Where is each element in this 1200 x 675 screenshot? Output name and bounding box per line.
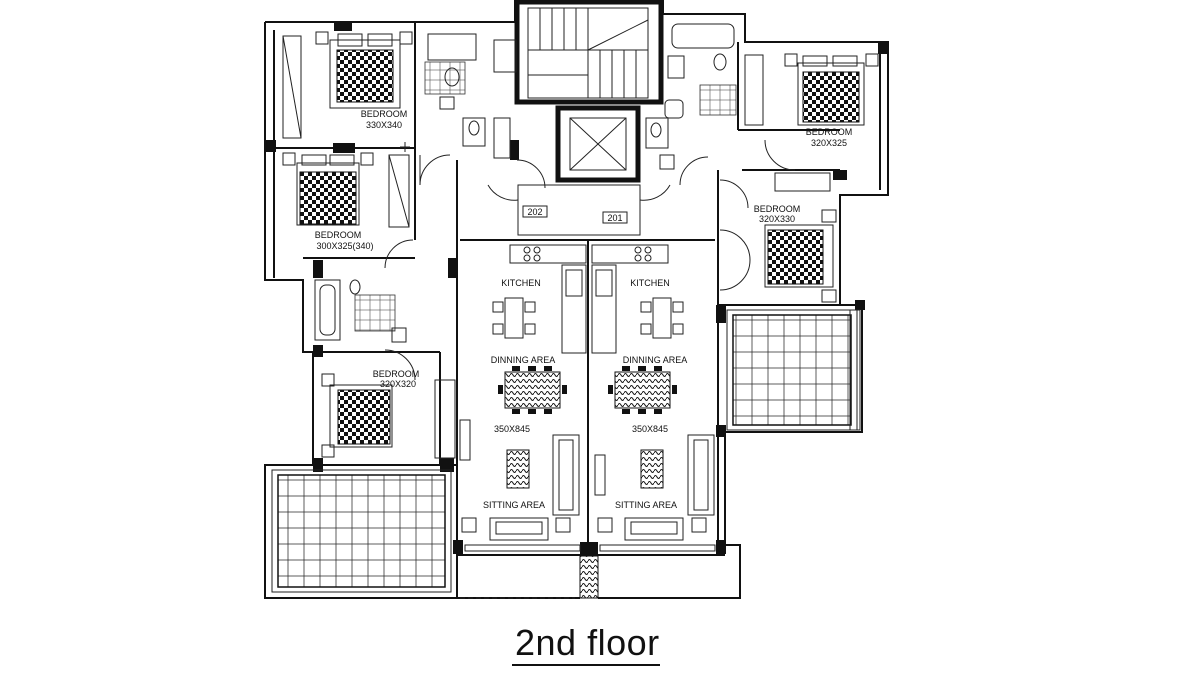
sliding-windows bbox=[459, 419, 716, 552]
door-swings bbox=[384, 139, 796, 381]
bed-bottom-left bbox=[321, 373, 393, 458]
room-name-dining-left: DINNING AREA bbox=[491, 355, 556, 365]
entrance-step bbox=[579, 555, 599, 599]
elevator-shaft bbox=[555, 105, 641, 183]
dining-table-right bbox=[608, 366, 677, 414]
room-name-dining-right: DINNING AREA bbox=[623, 355, 688, 365]
bathroom-top-right bbox=[645, 23, 737, 170]
room-name-bedroom-middle-left: BEDROOM bbox=[315, 230, 362, 240]
bathroom-top-left bbox=[424, 33, 517, 159]
wardrobes bbox=[282, 35, 831, 459]
interior-walls bbox=[274, 22, 840, 556]
bed-top-left bbox=[315, 31, 413, 109]
room-name-bedroom-top-right: BEDROOM bbox=[806, 127, 853, 137]
structural-columns bbox=[266, 22, 888, 556]
room-size-bedroom-bottom-left: 320X320 bbox=[380, 379, 416, 389]
lobby bbox=[487, 184, 671, 236]
kitchen-counters bbox=[509, 244, 669, 354]
room-size-bedroom-top-left: 330X340 bbox=[366, 120, 402, 130]
sitting-furniture-left bbox=[461, 434, 580, 541]
bathroom-mid-left bbox=[314, 279, 407, 343]
room-name-bedroom-bottom-left: BEDROOM bbox=[373, 369, 420, 379]
bed-top-right bbox=[784, 53, 879, 126]
room-size-living-left: 350X845 bbox=[494, 424, 530, 434]
floor-title-underline bbox=[512, 664, 660, 666]
dining-table-left bbox=[498, 366, 567, 414]
room-name-bedroom-middle-right: BEDROOM bbox=[754, 204, 801, 214]
room-size-living-right: 350X845 bbox=[632, 424, 668, 434]
room-name-bedroom-top-left: BEDROOM bbox=[361, 109, 408, 119]
balcony-right bbox=[726, 309, 861, 431]
sitting-furniture-right bbox=[597, 434, 715, 541]
room-size-bedroom-top-right: 320X325 bbox=[811, 138, 847, 148]
room-size-bedroom-middle-left: 300X325(340) bbox=[316, 241, 373, 251]
kitchen-tables bbox=[492, 297, 684, 339]
bed-middle-left bbox=[282, 152, 374, 226]
bed-middle-right bbox=[764, 209, 837, 303]
balcony-left bbox=[271, 469, 452, 593]
room-size-bedroom-middle-right: 320X330 bbox=[759, 214, 795, 224]
stair-core bbox=[514, 0, 664, 105]
room-name-sitting-right: SITTING AREA bbox=[615, 500, 677, 510]
unit-number-left: 202 bbox=[527, 207, 542, 217]
floor-title: 2nd floor bbox=[515, 622, 660, 663]
room-name-kitchen-left: KITCHEN bbox=[501, 278, 541, 288]
room-name-kitchen-right: KITCHEN bbox=[630, 278, 670, 288]
unit-number-right: 201 bbox=[607, 213, 622, 223]
room-name-sitting-left: SITTING AREA bbox=[483, 500, 545, 510]
